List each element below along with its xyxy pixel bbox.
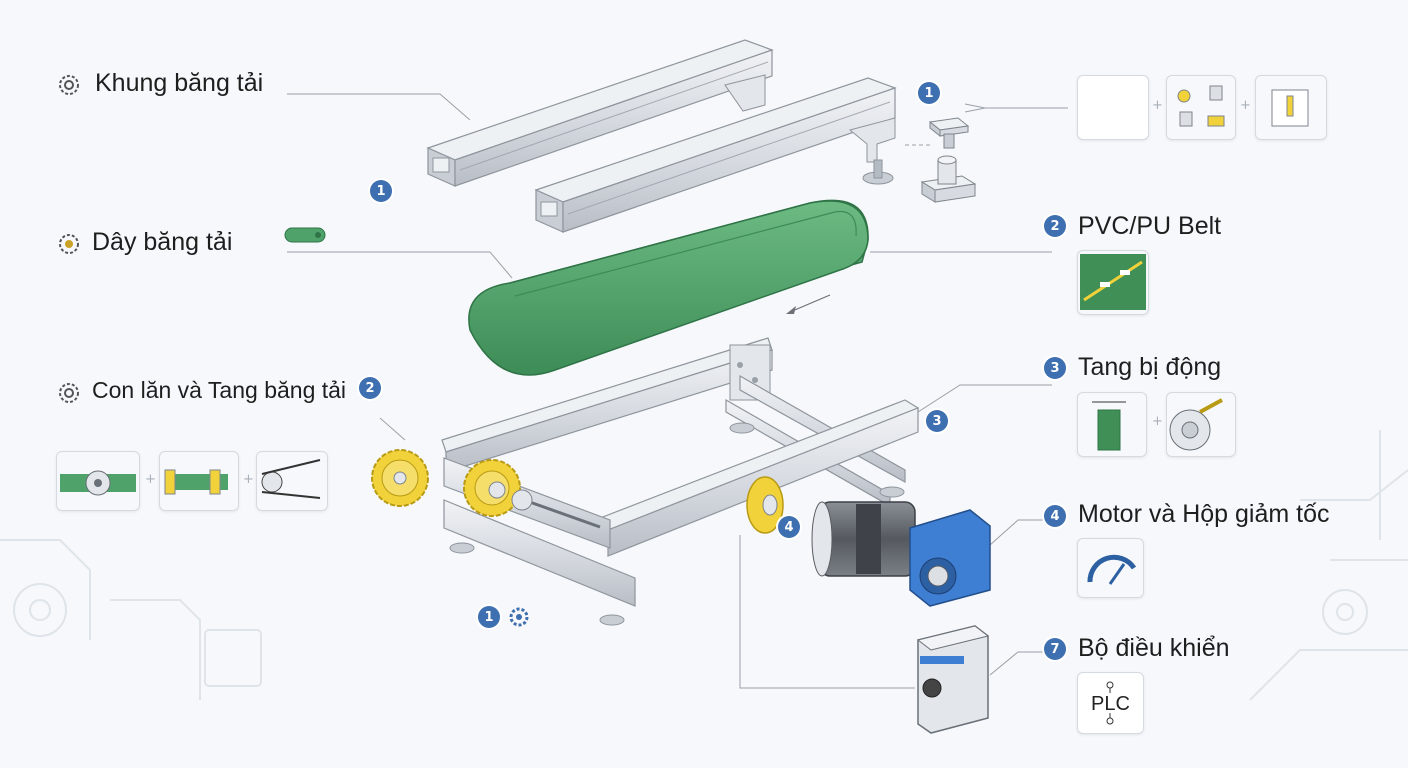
card-plc: PLC	[1077, 672, 1144, 734]
gear-icon-belt	[55, 230, 83, 263]
plc-node-icon	[1106, 681, 1114, 725]
card-bracket	[1255, 75, 1327, 140]
background-circuit	[0, 430, 1408, 701]
conveyor-belt	[468, 199, 869, 376]
fastener-parts	[920, 117, 977, 203]
label-pvc-belt: PVC/PU Belt	[1078, 212, 1222, 240]
drive-gear-mid	[463, 459, 533, 517]
plus-sign: +	[1152, 98, 1163, 113]
card-idler-width	[1077, 392, 1147, 457]
plus-sign: +	[243, 472, 254, 487]
drive-gear-left	[371, 449, 429, 507]
badge-1-fasteners: 1	[918, 82, 940, 104]
plus-sign: +	[145, 472, 156, 487]
badge-7-controller: 7	[1044, 638, 1066, 660]
gear-icon-rollers	[55, 379, 83, 412]
badge-4-pulley: 4	[778, 516, 800, 538]
card-roller-belt	[56, 451, 140, 511]
gearbox	[909, 509, 991, 607]
small-gear-icon	[506, 604, 532, 635]
card-fasteners	[1166, 75, 1236, 140]
badge-2-pvc: 2	[1044, 215, 1066, 237]
badge-1-bottom: 1	[478, 606, 500, 628]
label-controller: Bộ điều khiển	[1078, 634, 1230, 662]
belt-mini-icon	[284, 227, 326, 243]
plc-label: PLC	[1091, 693, 1130, 715]
gear-icon	[55, 71, 83, 104]
leader-lines	[287, 93, 1068, 689]
card-content-gauge	[1087, 554, 1137, 585]
badge-2-roller: 2	[359, 377, 381, 399]
card-pvc-belt	[1077, 250, 1149, 315]
card-frame-profile	[1077, 75, 1149, 140]
controller-box	[916, 625, 990, 734]
label-belt: Dây băng tải	[92, 228, 233, 256]
badge-3-idler: 3	[1044, 357, 1066, 379]
card-content-rollers	[60, 459, 321, 499]
motor	[811, 501, 916, 577]
card-roller-width	[159, 451, 239, 511]
card-content-pvc-belt	[1080, 254, 1146, 310]
label-idler: Tang bị động	[1078, 353, 1222, 381]
badge-3-frame: 3	[926, 410, 948, 432]
plus-sign: +	[1152, 414, 1163, 429]
plus-sign: +	[1240, 98, 1251, 113]
pulley-wheel	[746, 476, 784, 534]
frame-rail-top-right	[534, 77, 897, 233]
frame-rail-top-left	[426, 39, 774, 187]
card-content-idler	[1092, 398, 1223, 451]
label-rollers: Con lăn và Tang băng tải	[92, 377, 347, 403]
badge-1-frame: 1	[370, 180, 392, 202]
label-frame: Khung băng tải	[95, 69, 264, 97]
card-idler-pulley	[1166, 392, 1236, 457]
badge-4-motor: 4	[1044, 505, 1066, 527]
card-tensioner	[256, 451, 328, 511]
label-motor: Motor và Hộp giảm tốc	[1078, 500, 1330, 528]
card-speed-gauge	[1077, 538, 1144, 598]
